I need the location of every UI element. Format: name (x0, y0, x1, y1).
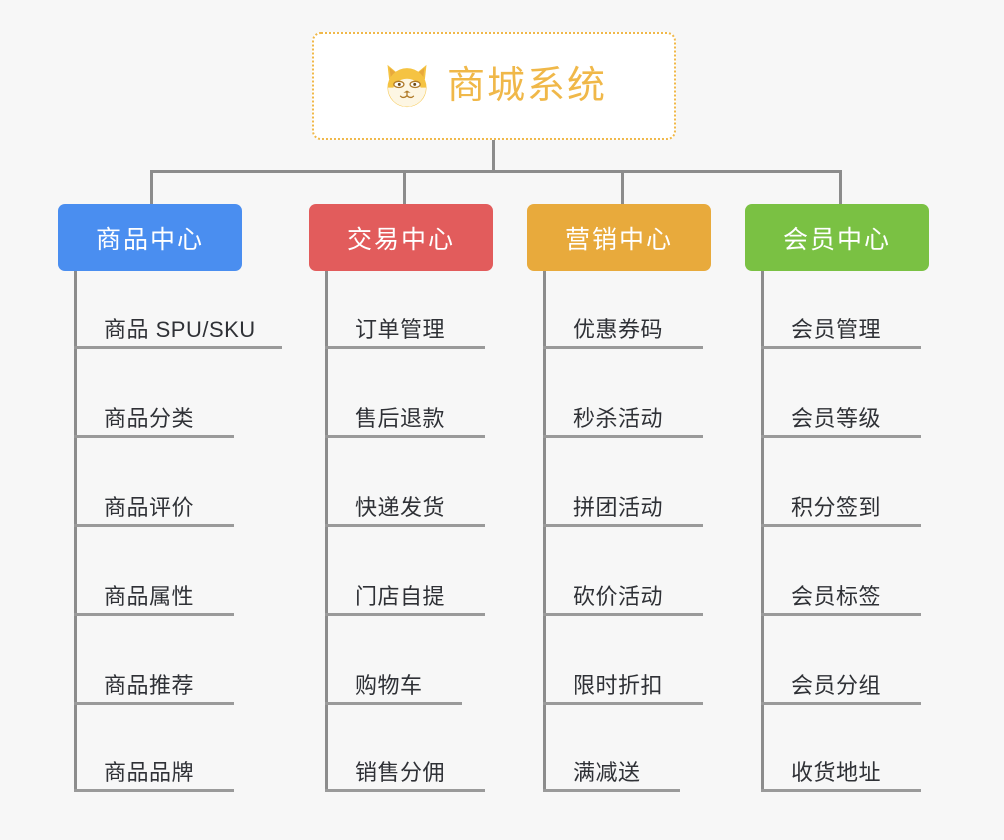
leaf-label: 收货地址 (791, 760, 882, 785)
leaf-label: 售后退款 (355, 406, 446, 431)
root-title: 商城系统 (446, 65, 607, 107)
connector-drop-3 (621, 170, 624, 206)
leaf-label: 拼团活动 (573, 495, 664, 520)
leaf-label: 会员标签 (791, 584, 882, 609)
branch-header-2[interactable]: 交易中心 (309, 204, 493, 271)
leaf-item[interactable]: 商品 SPU/SKU (74, 317, 282, 349)
leaf-label: 满减送 (573, 760, 641, 785)
branch-header-label: 营销中心 (564, 225, 673, 254)
leaf-item[interactable]: 购物车 (325, 673, 462, 705)
branch-header-label: 会员中心 (782, 225, 891, 254)
leaf-item[interactable]: 拼团活动 (543, 495, 703, 527)
leaf-item[interactable]: 会员等级 (761, 406, 921, 438)
connector-drop-1 (150, 170, 153, 206)
branch-trunk-3 (543, 271, 546, 789)
leaf-label: 订单管理 (355, 317, 446, 342)
leaf-item[interactable]: 快递发货 (325, 495, 485, 527)
leaf-item[interactable]: 积分签到 (761, 495, 921, 527)
leaf-item[interactable]: 商品推荐 (74, 673, 234, 705)
branch-header-label: 交易中心 (346, 225, 455, 254)
branch-header-4[interactable]: 会员中心 (745, 204, 929, 271)
leaf-item[interactable]: 会员管理 (761, 317, 921, 349)
leaf-item[interactable]: 售后退款 (325, 406, 485, 438)
leaf-label: 商品品牌 (104, 760, 195, 785)
shiba-dog-face-icon (381, 60, 433, 112)
leaf-item[interactable]: 销售分佣 (325, 760, 485, 792)
leaf-item[interactable]: 会员标签 (761, 584, 921, 616)
leaf-label: 会员等级 (791, 406, 882, 431)
leaf-item[interactable]: 收货地址 (761, 760, 921, 792)
leaf-label: 门店自提 (355, 584, 446, 609)
leaf-label: 优惠券码 (573, 317, 664, 342)
leaf-label: 商品属性 (104, 584, 195, 609)
leaf-label: 秒杀活动 (573, 406, 664, 431)
branch-trunk-2 (325, 271, 328, 789)
leaf-item[interactable]: 砍价活动 (543, 584, 703, 616)
branch-trunk-4 (761, 271, 764, 789)
leaf-label: 购物车 (355, 673, 423, 698)
leaf-label: 限时折扣 (573, 673, 664, 698)
leaf-label: 砍价活动 (573, 584, 664, 609)
leaf-item[interactable]: 商品属性 (74, 584, 234, 616)
leaf-item[interactable]: 商品评价 (74, 495, 234, 527)
leaf-item[interactable]: 会员分组 (761, 673, 921, 705)
leaf-label: 销售分佣 (355, 760, 446, 785)
branch-header-label: 商品中心 (95, 225, 204, 254)
leaf-label: 商品评价 (104, 495, 195, 520)
leaf-label: 商品 SPU/SKU (104, 317, 256, 342)
connector-horizontal-bus (150, 170, 842, 173)
branch-header-1[interactable]: 商品中心 (58, 204, 242, 271)
leaf-item[interactable]: 限时折扣 (543, 673, 703, 705)
leaf-item[interactable]: 商品品牌 (74, 760, 234, 792)
connector-root-stem (492, 140, 495, 172)
leaf-item[interactable]: 订单管理 (325, 317, 485, 349)
leaf-label: 积分签到 (791, 495, 882, 520)
leaf-item[interactable]: 满减送 (543, 760, 680, 792)
leaf-label: 商品分类 (104, 406, 195, 431)
leaf-item[interactable]: 商品分类 (74, 406, 234, 438)
branch-header-3[interactable]: 营销中心 (527, 204, 711, 271)
leaf-item[interactable]: 优惠券码 (543, 317, 703, 349)
branch-trunk-1 (74, 271, 77, 789)
leaf-item[interactable]: 秒杀活动 (543, 406, 703, 438)
root-node[interactable]: 商城系统 (312, 32, 676, 140)
leaf-label: 商品推荐 (104, 673, 195, 698)
leaf-label: 会员分组 (791, 673, 882, 698)
leaf-label: 会员管理 (791, 317, 882, 342)
leaf-item[interactable]: 门店自提 (325, 584, 485, 616)
connector-drop-4 (839, 170, 842, 206)
leaf-label: 快递发货 (355, 495, 446, 520)
connector-drop-2 (403, 170, 406, 206)
